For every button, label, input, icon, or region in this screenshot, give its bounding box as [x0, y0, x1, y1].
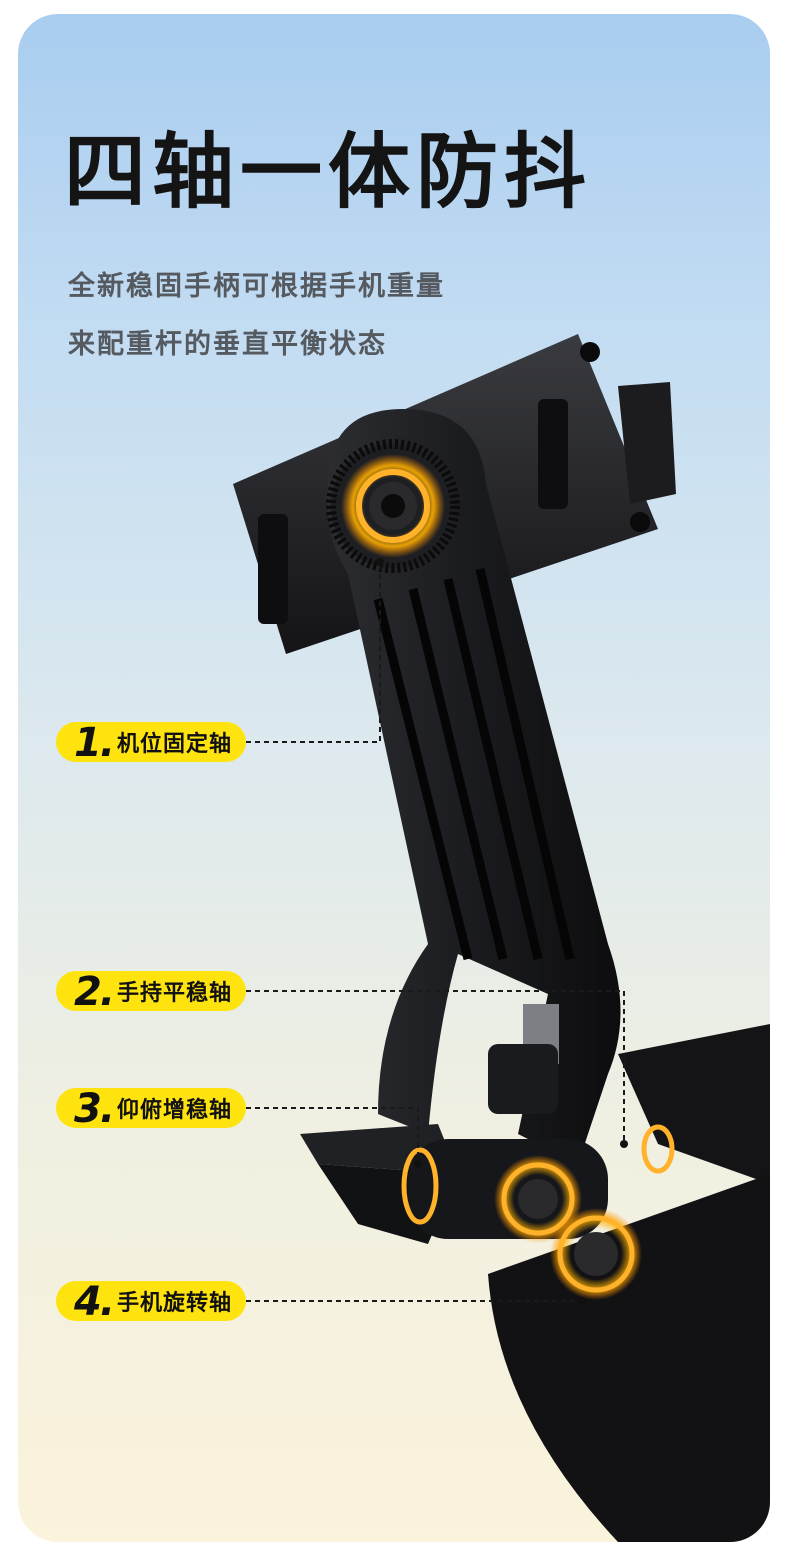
axis-label-3: 3. 仰俯增稳轴	[56, 1086, 247, 1132]
subtitle-line-1: 全新稳固手柄可根据手机重量	[68, 271, 445, 302]
axis-number-4: 4.	[74, 1279, 115, 1325]
axis-number-3: 3.	[74, 1086, 115, 1132]
axis-text-1: 机位固定轴	[117, 732, 233, 757]
page-title: 四轴一体防抖	[64, 125, 593, 220]
axis-number-1: 1.	[74, 720, 115, 766]
subtitle-line-2: 来配重杆的垂直平衡状态	[68, 329, 387, 360]
axis-label-1: 1. 机位固定轴	[56, 720, 247, 766]
axis-label-4: 4. 手机旋转轴	[56, 1279, 247, 1325]
top-gear-joint	[326, 439, 460, 573]
leader-dot-1	[376, 558, 384, 566]
subtitle: 全新稳固手柄可根据手机重量 来配重杆的垂直平衡状态	[68, 258, 445, 374]
product-card: 四轴一体防抖 全新稳固手柄可根据手机重量 来配重杆的垂直平衡状态	[18, 14, 770, 1542]
leader-lines	[246, 558, 628, 1305]
axis-number-2: 2.	[74, 969, 115, 1015]
vertical-arm	[327, 409, 621, 1164]
leader-dot-3	[414, 1160, 422, 1168]
leader-line-1	[246, 562, 381, 743]
leader-dot-4	[578, 1297, 586, 1305]
leader-dot-2	[620, 1140, 628, 1148]
leader-line-2	[246, 990, 625, 1144]
axis-text-3: 仰俯增稳轴	[117, 1098, 233, 1123]
axis-text-4: 手机旋转轴	[117, 1291, 233, 1316]
axis-text-2: 手持平稳轴	[117, 981, 233, 1006]
leader-line-3	[246, 1107, 419, 1164]
axis-label-2: 2. 手持平稳轴	[56, 969, 247, 1015]
